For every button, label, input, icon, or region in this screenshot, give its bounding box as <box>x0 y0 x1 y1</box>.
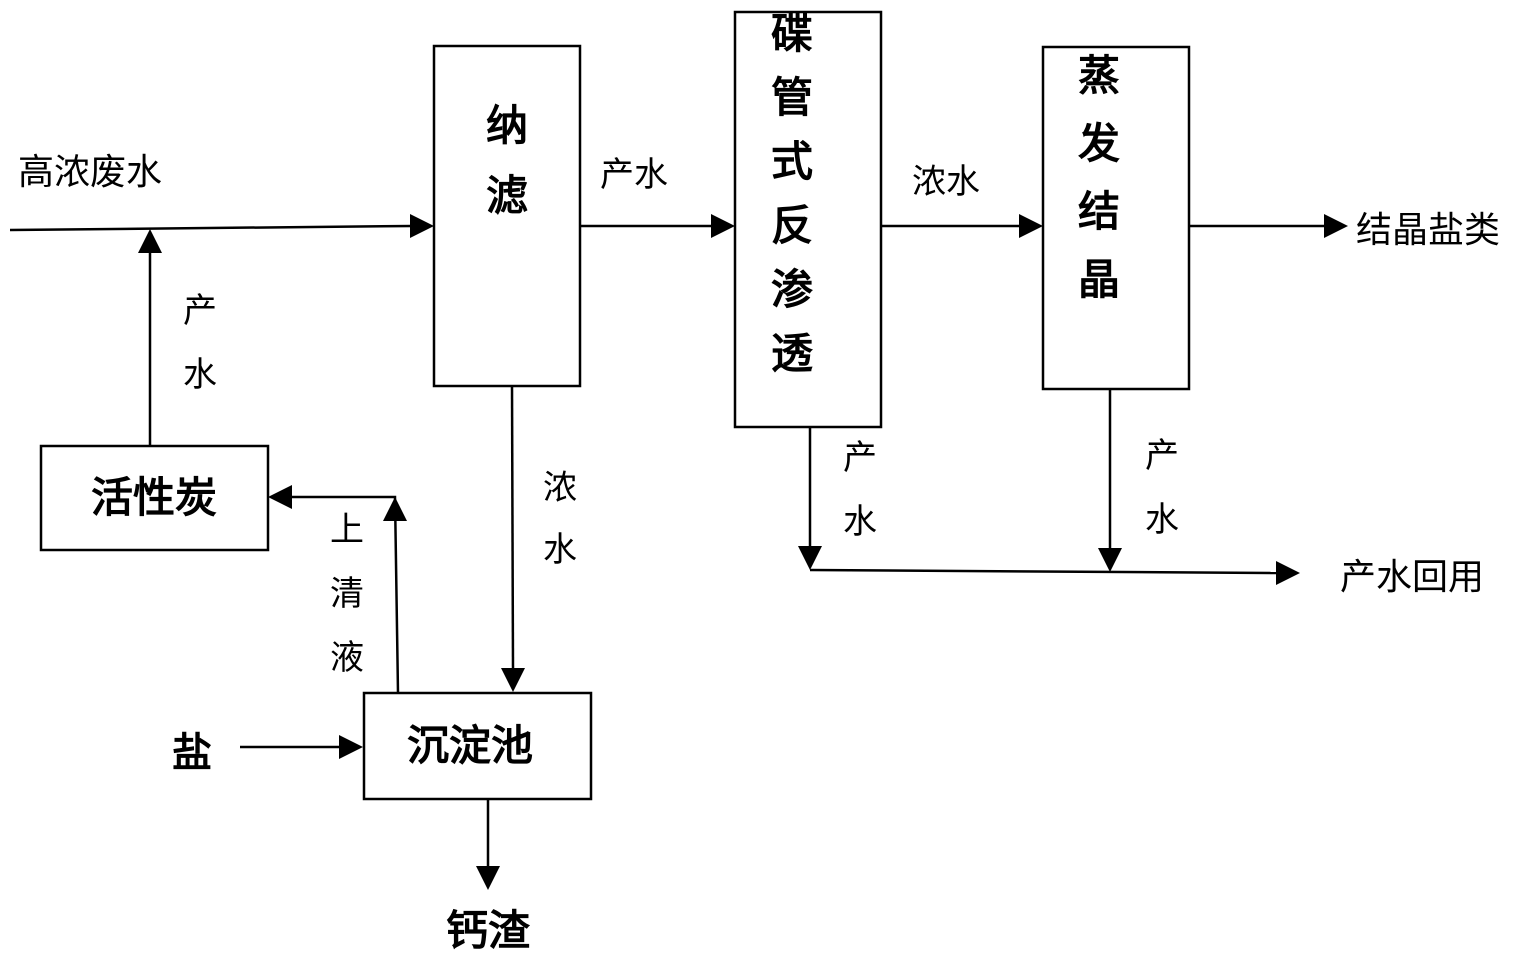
salt-label: 盐 <box>172 730 212 776</box>
activated-carbon-label: 活性炭 <box>91 473 217 522</box>
dtro-to-evap-label: 浓水 <box>912 162 980 202</box>
sediment-to-carbon-arrowhead <box>268 485 292 509</box>
supernatant-up-arrowhead <box>383 497 407 521</box>
dtro-to-reuse-label: 产水 <box>843 438 877 542</box>
dtro-to-evap-arrowhead <box>1019 214 1043 238</box>
evaporation-label: 蒸发结晶 <box>1078 51 1120 304</box>
carbon-to-inlet-label: 产水 <box>183 291 217 395</box>
activated-carbon-node: 活性炭 <box>39 444 270 552</box>
inlet-flow-line <box>9 224 413 232</box>
dtro-node: 碟管式反渗透 <box>733 9 883 429</box>
carbon-return-arrowhead <box>138 229 162 253</box>
sedimentation-tank-label: 沉淀池 <box>407 721 533 770</box>
dtro-label: 碟管式反渗透 <box>771 9 814 378</box>
nf-to-sediment-line <box>510 385 515 671</box>
crystal-salts-label: 结晶盐类 <box>1356 210 1500 251</box>
calcium-residue-label: 钙渣 <box>446 906 531 955</box>
water-reuse-line <box>809 568 1279 575</box>
dtro-permeate-arrowhead <box>798 546 822 570</box>
evaporation-node: 蒸发结晶 <box>1041 45 1191 391</box>
sediment-to-residue-arrowhead <box>476 866 500 890</box>
nf-to-sediment-arrowhead <box>501 668 525 692</box>
evap-to-reuse-label: 产水 <box>1145 436 1179 540</box>
water-reuse-arrowhead <box>1276 561 1300 585</box>
nf-to-dtro-arrowhead <box>711 214 735 238</box>
inlet-arrowhead <box>410 214 434 238</box>
nanofiltration-label: 纳滤 <box>486 101 528 220</box>
evap-condensate-arrowhead <box>1098 548 1122 572</box>
sedimentation-tank-node: 沉淀池 <box>362 691 593 801</box>
nanofiltration-node: 纳滤 <box>432 44 582 388</box>
salt-in-arrowhead <box>339 735 363 759</box>
evap-to-salts-arrowhead <box>1324 214 1348 238</box>
high-conc-wastewater-label: 高浓废水 <box>18 152 162 193</box>
water-reuse-label: 产水回用 <box>1340 557 1484 598</box>
nf-to-dtro-label: 产水 <box>600 155 668 195</box>
sediment-to-carbon-label: 上清液 <box>330 510 364 678</box>
nf-to-sediment-label: 浓水 <box>543 468 577 570</box>
